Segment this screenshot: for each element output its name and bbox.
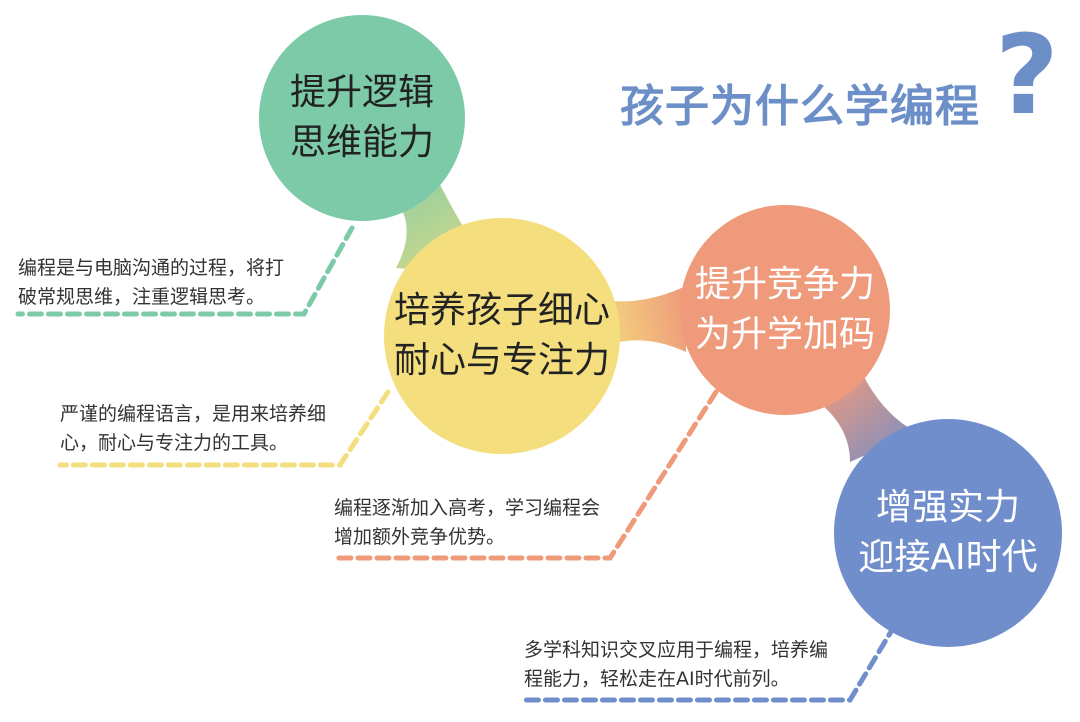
step-competition-note: 编程逐渐加入高考，学习编程会 增加额外竞争优势。 [334, 494, 600, 552]
step-focus-note-line1: 严谨的编程语言，是用来培养细 [60, 403, 327, 425]
step-ai-note-line2: 程能力，轻松走在AI时代前列。 [524, 668, 790, 690]
circle-ai-era [834, 419, 1062, 647]
leader-line-ai [519, 622, 898, 703]
step-logic-line2: 思维能力 [289, 122, 434, 163]
circle-focus-patience [384, 218, 620, 454]
leader-line-focus [57, 389, 391, 468]
step-competition-line2: 为升学加码 [694, 314, 875, 355]
circle-logic-thinking [259, 15, 465, 221]
page-title: 孩子为什么学编程 [620, 81, 980, 132]
step-competition-note-line1: 编程逐渐加入高考，学习编程会 [334, 497, 601, 519]
leader-line-competition [329, 389, 719, 561]
step-logic-note-line1: 编程是与电脑沟通的过程，将打 [18, 257, 285, 279]
step-ai-line2: 迎接AI时代 [858, 537, 1038, 578]
leader-line-logic [15, 225, 355, 317]
step-logic-label: 提升逻辑 思维能力 [262, 68, 462, 168]
question-mark-icon: ? [995, 11, 1059, 139]
step-focus-label: 培养孩子细心 耐心与专注力 [392, 286, 612, 386]
step-logic-note: 编程是与电脑沟通的过程，将打 破常规思维，注重逻辑思考。 [18, 254, 284, 312]
step-focus-line2: 耐心与专注力 [393, 340, 610, 381]
step-logic-line1: 提升逻辑 [289, 72, 434, 113]
step-ai-note-line1: 多学科知识交叉应用于编程，培养编 [524, 639, 829, 661]
step-ai-line1: 增强实力 [875, 487, 1020, 528]
step-competition-label: 提升竞争力 为升学加码 [685, 260, 885, 360]
step-focus-note: 严谨的编程语言，是用来培养细 心，耐心与专注力的工具。 [60, 400, 326, 458]
step-ai-label: 增强实力 迎接AI时代 [848, 483, 1048, 583]
step-logic-note-line2: 破常规思维，注重逻辑思考。 [18, 286, 266, 308]
step-focus-note-line2: 心，耐心与专注力的工具。 [60, 432, 289, 454]
step-focus-line1: 培养孩子细心 [393, 290, 610, 331]
step-ai-note: 多学科知识交叉应用于编程，培养编 程能力，轻松走在AI时代前列。 [524, 636, 828, 694]
step-competition-note-line2: 增加额外竞争优势。 [334, 526, 506, 548]
circle-competitiveness [680, 205, 890, 415]
step-competition-line1: 提升竞争力 [694, 264, 875, 305]
